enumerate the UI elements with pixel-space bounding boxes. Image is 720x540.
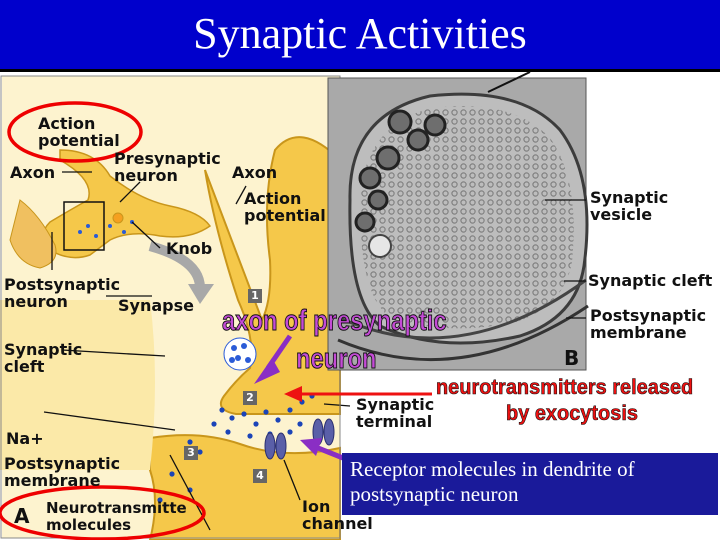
label-synaptic-cleft-b: Synaptic cleft — [588, 271, 713, 290]
micrograph-top-leader — [487, 71, 531, 93]
label-synaptic-terminal: Synaptic terminal — [356, 395, 435, 431]
vesicle-cluster-dots — [229, 343, 251, 363]
label-synaptic-cleft-a: Synaptic cleft — [4, 340, 83, 376]
vesicle-field — [360, 106, 574, 329]
red-arrow-exocytosis-head — [284, 386, 302, 402]
zoom-arrow-head — [188, 284, 214, 304]
panel-a-leader-lines — [43, 171, 351, 531]
slide-title: Synaptic Activities — [193, 9, 527, 58]
label-action-potential-right: Action potential — [244, 189, 326, 225]
panel-a-letter: A — [14, 504, 30, 528]
panel-b-letter: B — [564, 346, 580, 370]
knob-vesicles — [78, 220, 134, 238]
postsynaptic-membrane-shape — [148, 434, 341, 540]
zoom-box — [63, 201, 105, 251]
label-axon-left: Axon — [10, 163, 56, 182]
receptor-callout-box: Receptor molecules in dendrite of postsy… — [342, 453, 718, 515]
presynaptic-neuron-shape — [42, 149, 212, 259]
label-na-plus: Na+ — [6, 429, 44, 448]
purple-arrow-axon-head — [254, 358, 280, 384]
exocytosis-callout-line-1: neurotransmitters released — [436, 376, 694, 400]
postsynaptic-membrane-line — [337, 304, 589, 362]
step-2-badge: 2 — [243, 391, 257, 405]
panel-b-leader-lines — [545, 199, 586, 319]
large-clear-vesicle — [368, 234, 392, 258]
title-bar: Synaptic Activities — [0, 0, 720, 72]
label-postsynaptic-membrane-a: Postsynaptic membrane — [4, 454, 121, 490]
label-axon-right: Axon — [232, 163, 278, 182]
highlight-action-potential — [7, 101, 143, 163]
highlight-neurotransmitter — [0, 485, 206, 540]
label-ion-channel: Ion channel — [302, 497, 373, 533]
synaptic-cleft-line — [339, 278, 587, 340]
label-postsynaptic-membrane-b: Postsynaptic membrane — [590, 306, 707, 342]
label-postsynaptic-neuron: Postsynaptic neuron — [4, 275, 121, 311]
step-1-badge: 1 — [248, 289, 262, 303]
purple-arrow-receptor-head — [300, 438, 322, 456]
label-neurotransmitter-molecules: Neurotransmitte molecules — [46, 499, 187, 534]
exocytosis-callout-line-2: by exocytosis — [506, 402, 639, 426]
label-presynaptic-neuron: Presynaptic neuron — [114, 149, 221, 185]
axon-terminal-shape — [204, 136, 341, 415]
postsynaptic-neuron-shape — [0, 300, 155, 470]
vesicle-cluster — [223, 337, 257, 371]
axon-callout-line-2: neuron — [296, 343, 377, 375]
label-synaptic-vesicle: Synaptic vesicle — [590, 188, 669, 224]
label-action-potential-top: Action potential — [38, 114, 120, 150]
step-4-badge: 4 — [253, 469, 267, 483]
zoom-arrow — [148, 241, 205, 289]
label-synapse: Synapse — [118, 296, 194, 315]
knob-dot — [112, 212, 124, 224]
label-knob: Knob — [166, 239, 213, 258]
axon-callout-line-1: axon of presynaptic — [222, 305, 447, 337]
step-3-badge: 3 — [184, 446, 198, 460]
dense-core-vesicles — [354, 109, 447, 233]
